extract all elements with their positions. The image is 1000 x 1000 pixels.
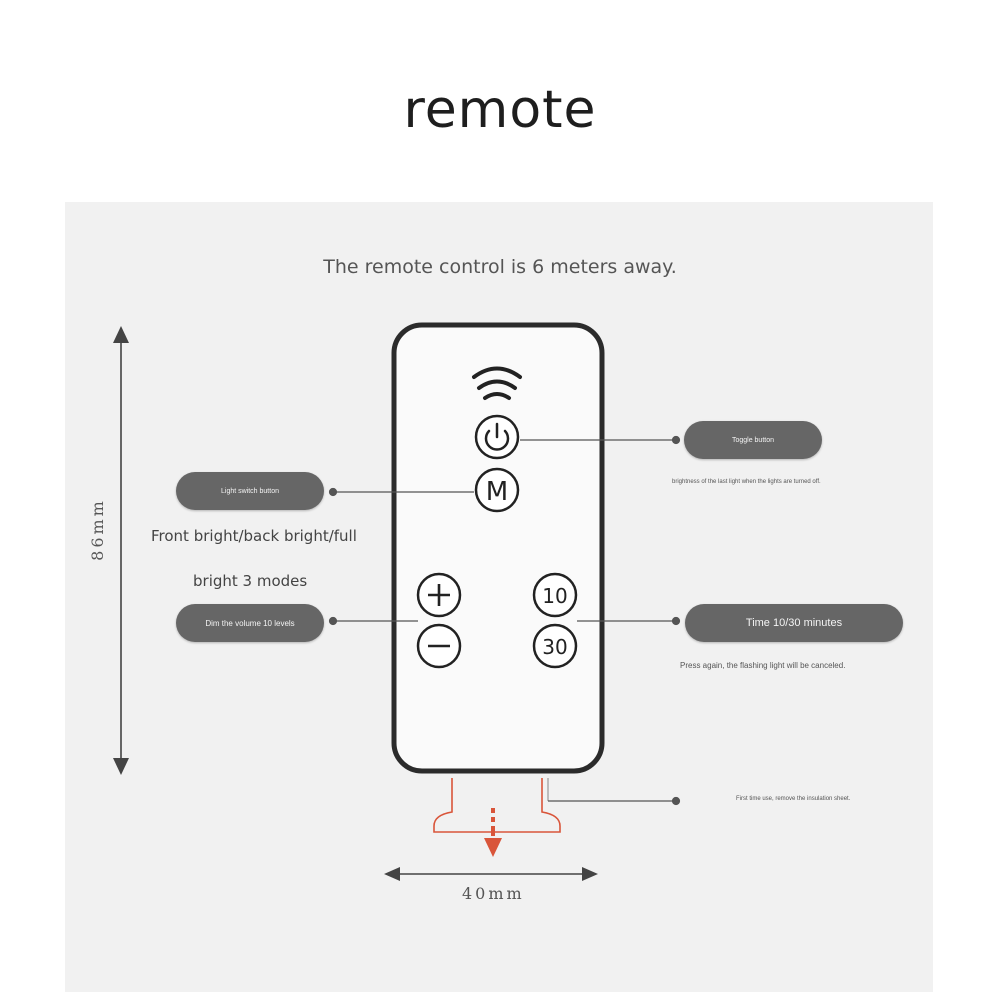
dim-callout: Dim the volume 10 levels — [176, 604, 324, 642]
height-dimension-arrow — [113, 326, 129, 775]
plus-button[interactable] — [416, 572, 462, 618]
timer-10-label: 10 — [542, 584, 567, 608]
modes-text-line1: Front bright/back bright/full — [151, 527, 357, 545]
timer-note: Press again, the flashing light will be … — [680, 661, 846, 670]
toggle-note: brightness of the last light when the li… — [672, 479, 821, 485]
height-label: 86mm — [87, 498, 107, 561]
page-title: remote — [403, 80, 597, 140]
power-icon — [484, 422, 510, 451]
minus-button[interactable] — [416, 623, 462, 669]
width-dimension-arrow — [384, 867, 598, 881]
light-switch-callout: Light switch button — [176, 472, 324, 510]
toggle-button-callout: Toggle button — [684, 421, 822, 459]
insulation-sheet — [433, 778, 561, 857]
remote-body — [391, 322, 605, 774]
timer-10-button[interactable]: 10 — [532, 572, 578, 618]
timer-30-label: 30 — [542, 635, 567, 659]
power-button[interactable] — [474, 414, 520, 460]
range-subtitle: The remote control is 6 meters away. — [323, 256, 677, 278]
callout-leader-lines — [328, 435, 681, 806]
mode-button-label: M — [486, 477, 508, 507]
insulation-note: First time use, remove the insulation sh… — [736, 796, 851, 802]
timer-callout: Time 10/30 minutes — [685, 604, 903, 642]
width-label: 40mm — [462, 884, 525, 903]
mode-button[interactable]: M — [474, 467, 520, 513]
modes-text-line2: bright 3 modes — [193, 572, 308, 590]
timer-30-button[interactable]: 30 — [532, 623, 578, 669]
signal-icon — [472, 366, 522, 400]
